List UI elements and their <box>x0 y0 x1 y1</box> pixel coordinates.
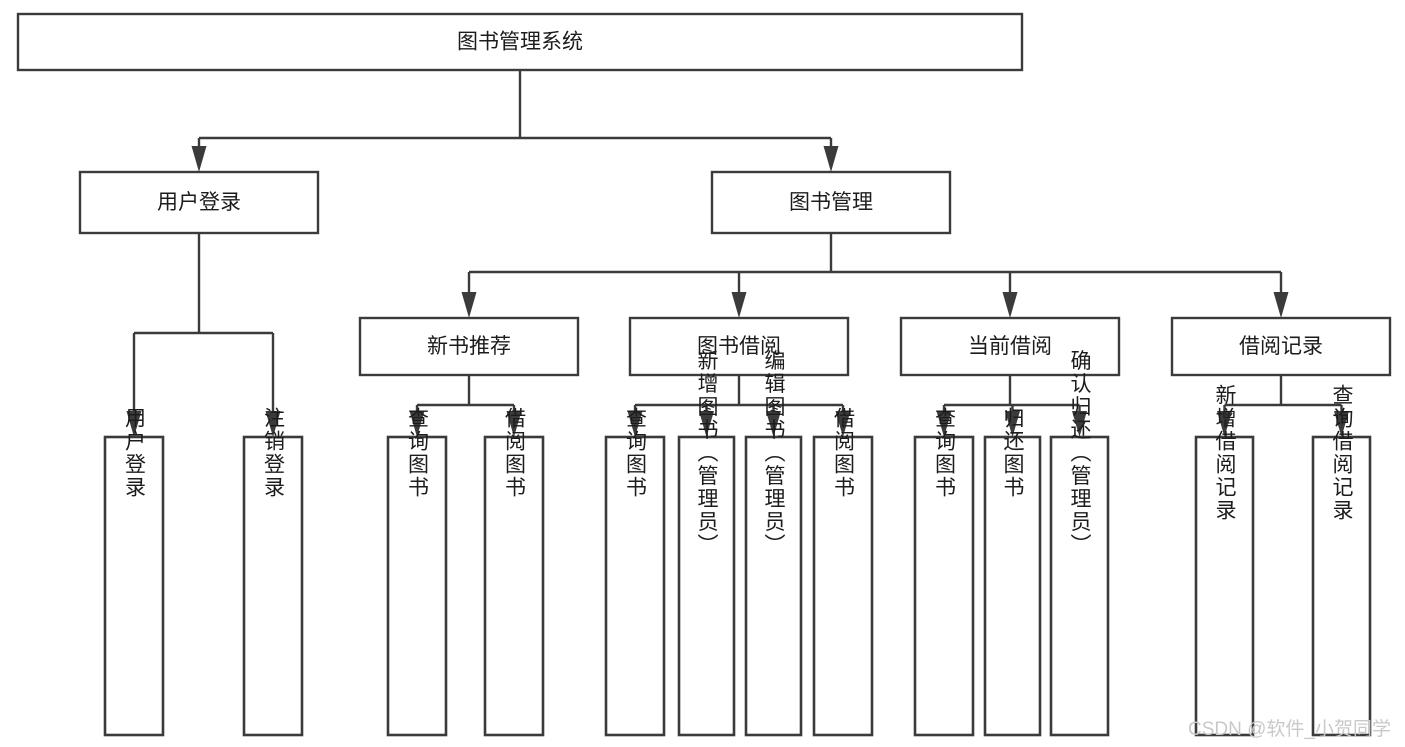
connector-group-user-login <box>126 233 281 437</box>
node-leaf-query-book-3[interactable]: 查询图书 <box>913 407 975 737</box>
node-box-leaf-edit-book <box>744 435 803 737</box>
node-label-leaf-add-book: 新增图书（管理员） <box>695 350 719 557</box>
node-leaf-query-book-2[interactable]: 查询图书 <box>604 407 666 737</box>
watermark-label: CSDN @软件_小贺同学 <box>1188 719 1391 740</box>
node-label-user-login: 用户登录 <box>157 191 241 214</box>
node-label-leaf-query-book-2: 查询图书 <box>624 407 648 499</box>
arrow-head-icon <box>191 146 207 172</box>
node-current-borrow[interactable]: 当前借阅 <box>899 316 1121 377</box>
node-leaf-query-book-1[interactable]: 查询图书 <box>386 407 448 737</box>
arrow-head-icon <box>461 292 477 318</box>
node-book-borrow[interactable]: 图书借阅 <box>628 316 850 377</box>
node-new-book-rec[interactable]: 新书推荐 <box>358 316 580 377</box>
arrow-head-icon <box>1072 411 1087 437</box>
connector-group-root <box>191 70 839 172</box>
connector-group-book-manage <box>461 233 1289 318</box>
node-book-manage[interactable]: 图书管理 <box>710 170 952 235</box>
node-box-new-book-rec <box>358 316 580 377</box>
node-box-leaf-user-login <box>103 435 165 737</box>
arrow-head-icon <box>1273 292 1289 318</box>
node-box-leaf-return-book <box>983 435 1042 737</box>
arrow-head-icon <box>126 411 142 437</box>
node-box-leaf-confirm-return <box>1049 435 1110 737</box>
node-label-leaf-logout: 注销登录 <box>262 407 286 499</box>
arrow-head-icon <box>699 411 714 437</box>
arrow-head-icon <box>1334 411 1349 437</box>
node-user-login[interactable]: 用户登录 <box>78 170 320 235</box>
arrow-head-icon <box>506 411 522 437</box>
node-box-leaf-add-book <box>677 435 736 737</box>
node-label-leaf-return-book: 归还图书 <box>1001 407 1025 499</box>
node-box-leaf-query-record <box>1311 435 1372 737</box>
node-box-book-borrow <box>628 316 850 377</box>
connector-group-new-book-rec <box>409 375 522 437</box>
node-label-leaf-query-book-3: 查询图书 <box>933 407 957 499</box>
node-leaf-add-book[interactable]: 新增图书（管理员） <box>677 350 736 737</box>
node-box-book-manage <box>710 170 952 235</box>
node-box-leaf-query-book-2 <box>604 435 666 737</box>
node-label-leaf-confirm-return: 确认归还（管理员） <box>1068 350 1092 557</box>
node-leaf-user-login[interactable]: 用户登录 <box>103 407 165 737</box>
node-label-leaf-borrow-book-2: 借阅图书 <box>832 407 856 499</box>
connector-group-borrow-record <box>1217 375 1349 437</box>
arrow-head-icon <box>265 411 281 437</box>
node-label-new-book-rec: 新书推荐 <box>427 335 511 358</box>
node-label-book-manage: 图书管理 <box>789 191 873 214</box>
arrow-head-icon <box>409 411 425 437</box>
node-root[interactable]: 图书管理系统 <box>16 12 1024 72</box>
node-leaf-query-record[interactable]: 查询借阅记录 <box>1311 384 1372 737</box>
node-label-leaf-query-record: 查询借阅记录 <box>1330 384 1354 522</box>
node-box-leaf-borrow-book-2 <box>812 435 874 737</box>
arrow-head-icon <box>1217 411 1232 437</box>
node-leaf-return-book[interactable]: 归还图书 <box>983 407 1042 737</box>
node-leaf-add-record[interactable]: 新增借阅记录 <box>1194 384 1255 737</box>
node-box-leaf-logout <box>242 435 304 737</box>
node-leaf-confirm-return[interactable]: 确认归还（管理员） <box>1049 350 1110 737</box>
node-label-root: 图书管理系统 <box>457 31 583 54</box>
arrow-head-icon <box>823 146 839 172</box>
node-box-leaf-query-book-3 <box>913 435 975 737</box>
node-label-current-borrow: 当前借阅 <box>968 335 1052 358</box>
node-leaf-logout[interactable]: 注销登录 <box>242 407 304 737</box>
node-label-leaf-user-login: 用户登录 <box>123 407 147 499</box>
arrow-head-icon <box>731 292 747 318</box>
node-box-leaf-borrow-book-1 <box>483 435 545 737</box>
node-box-leaf-query-book-1 <box>386 435 448 737</box>
node-label-leaf-add-record: 新增借阅记录 <box>1213 384 1237 522</box>
node-label-leaf-edit-book: 编辑图书（管理员） <box>762 350 786 557</box>
connector-layer <box>126 70 1349 437</box>
node-box-root <box>16 12 1024 72</box>
node-leaf-edit-book[interactable]: 编辑图书（管理员） <box>744 350 803 737</box>
connector-group-book-borrow <box>627 375 851 437</box>
node-box-leaf-add-record <box>1194 435 1255 737</box>
arrow-head-icon <box>835 411 851 437</box>
node-box-borrow-record <box>1170 316 1392 377</box>
arrow-head-icon <box>766 411 781 437</box>
connector-group-current-borrow <box>936 375 1087 437</box>
node-layer: 图书管理系统用户登录图书管理新书推荐图书借阅当前借阅借阅记录用户登录注销登录查询… <box>16 12 1392 737</box>
node-leaf-borrow-book-2[interactable]: 借阅图书 <box>812 407 874 737</box>
arrow-head-icon <box>1005 411 1020 437</box>
node-borrow-record[interactable]: 借阅记录 <box>1170 316 1392 377</box>
arrow-head-icon <box>627 411 643 437</box>
node-label-leaf-query-book-1: 查询图书 <box>406 407 430 499</box>
node-label-leaf-borrow-book-1: 借阅图书 <box>503 407 527 499</box>
arrow-head-icon <box>1002 292 1018 318</box>
node-leaf-borrow-book-1[interactable]: 借阅图书 <box>483 407 545 737</box>
node-box-user-login <box>78 170 320 235</box>
node-label-book-borrow: 图书借阅 <box>697 335 781 358</box>
node-box-current-borrow <box>899 316 1121 377</box>
node-label-borrow-record: 借阅记录 <box>1239 335 1323 358</box>
arrow-head-icon <box>936 411 952 437</box>
